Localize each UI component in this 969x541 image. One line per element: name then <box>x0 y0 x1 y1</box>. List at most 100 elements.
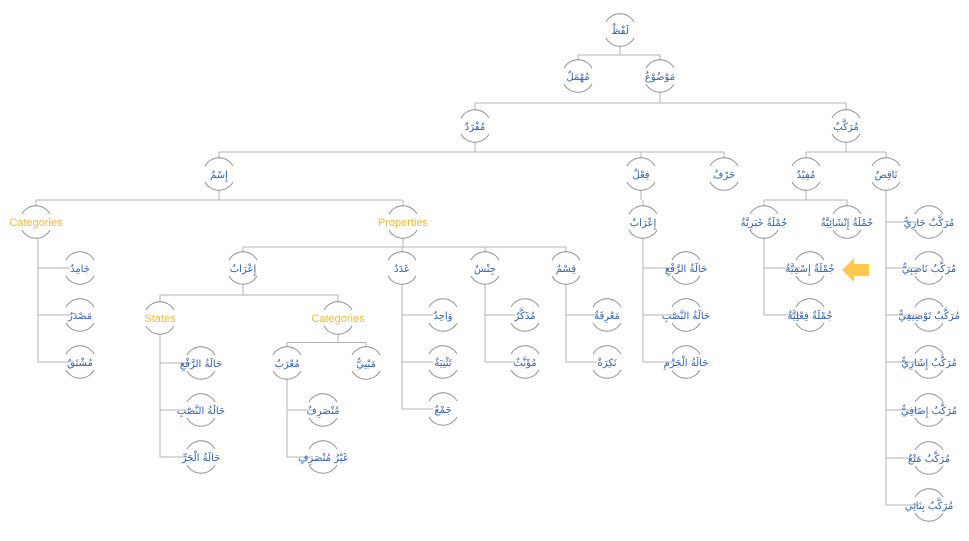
node-label: نَاقِصٌ <box>875 170 898 181</box>
node-mufid: مُفِيْدٌ <box>791 157 821 191</box>
node-harf: حَرْفٌ <box>709 157 739 191</box>
node-arc-bottom <box>914 275 944 285</box>
node-arc-bottom <box>563 83 593 93</box>
node-states: States <box>144 301 176 335</box>
node-arc-top <box>626 157 656 167</box>
node-arc-bottom <box>323 325 353 335</box>
node-arc-top <box>605 13 635 23</box>
node-arc-top <box>671 251 701 261</box>
node-label: جُمْلَةٌ إِنْشَائِيَّةٌ <box>821 216 874 231</box>
node-label: مُرَكَّبٌ جَارِيٌّ <box>904 214 955 230</box>
node-label: مُرَكَّبٌ نَاصِبِيٌّ <box>902 260 956 275</box>
highlight-arrow-icon <box>842 258 869 282</box>
node-arc-top <box>914 441 944 451</box>
node-arc-top <box>832 205 862 215</box>
node-label: جَمْعٌ <box>434 405 451 416</box>
node-label: جُمْلَةٌ خَبَرِيَّةٌ <box>741 216 788 231</box>
node-mushtaq: مُشْتَقٌ <box>65 345 95 379</box>
node-label: Categories <box>9 217 63 229</box>
node-m-nasibi: مُرَكَّبٌ نَاصِبِيٌّ <box>902 251 956 285</box>
node-label: مَبْنِيٌّ <box>356 357 376 370</box>
node-arc-bottom <box>204 181 234 191</box>
node-arc-bottom <box>551 275 581 285</box>
node-arc-bottom <box>228 275 258 285</box>
node-label: مَصْدَرٌ <box>67 311 92 322</box>
node-arc-top <box>914 298 944 308</box>
node-arc-bottom <box>428 369 458 379</box>
node-arc-top <box>388 205 418 215</box>
node-arc-top <box>228 251 258 261</box>
node-arc-top <box>510 345 540 355</box>
node-arc-bottom <box>628 229 658 239</box>
node-arc-top <box>204 157 234 167</box>
node-irab: إِعْرَابٌ <box>228 251 258 285</box>
node-arc-bottom <box>308 417 338 427</box>
node-wahid: وَاحِدٌ <box>428 298 458 332</box>
node-ghayr-munsarif: غَيْرُ مُنْصَرِفٍ <box>298 440 348 474</box>
node-muhmal: مُهْمَلٌ <box>563 59 593 93</box>
node-jins: جِنْسٌ <box>470 251 500 285</box>
node-arc-top <box>671 298 701 308</box>
node-arc-top <box>186 393 216 403</box>
node-label: لَفْظٌ <box>611 23 629 37</box>
node-arc-bottom <box>592 369 622 379</box>
node-label: عَدَدٌ <box>394 264 410 275</box>
node-adad: عَدَدٌ <box>387 251 417 285</box>
node-arc-bottom <box>914 512 944 522</box>
node-tathniya: تَثْنِيَةٌ <box>428 345 458 379</box>
node-label: وَاحِدٌ <box>433 311 452 322</box>
node-label: نَكِرَةٌ <box>597 357 616 369</box>
node-label: Categories <box>311 313 365 325</box>
node-munsarif: مُنْصَرِفٌ <box>307 393 339 427</box>
node-jam: جَمْعٌ <box>428 392 458 426</box>
node-arc-bottom <box>914 417 944 427</box>
node-muannath: مُؤَنَّثٌ <box>510 345 540 379</box>
node-label: مُذَكَّرٌ <box>514 307 536 322</box>
node-arc-bottom <box>65 369 95 379</box>
node-marifa: مَعْرِفَةٌ <box>592 298 622 332</box>
node-murakkab: مُرَكَّبٌ <box>831 109 861 143</box>
node-fil-nasb: حَالَةُ النَّصْبِ <box>662 298 710 332</box>
node-ism-properties: Properties <box>378 205 429 239</box>
node-arc-top <box>592 298 622 308</box>
node-m-mana: مُرَكَّبٌ مَنْعٌ <box>908 441 950 475</box>
node-label: حَالَةُ الْجَزْمِ <box>663 355 708 371</box>
node-arc-top <box>470 251 500 261</box>
node-arc-bottom <box>65 275 95 285</box>
node-arc-bottom <box>914 465 944 475</box>
node-m-jari: مُرَكَّبٌ جَارِيٌّ <box>904 205 955 239</box>
node-arc-top <box>460 109 490 119</box>
node-label: مُرَكَّبٌ إِضَافِيٌّ <box>901 402 957 418</box>
node-arc-bottom <box>795 275 825 285</box>
node-label: مُرَكَّبٌ مَنْعٌ <box>908 450 950 465</box>
node-nakira: نَكِرَةٌ <box>592 345 622 379</box>
node-m-tawsifi: مُرَكَّبٌ تَوْصِيفِيٌّ <box>898 298 960 332</box>
node-arc-top <box>323 301 353 311</box>
node-arc-top <box>308 393 338 403</box>
node-label: جُمْلَةٌ فِعْلِيَّةٌ <box>787 309 832 322</box>
node-arc-bottom <box>871 181 901 191</box>
node-arc-top <box>914 393 944 403</box>
node-arc-top <box>186 346 216 356</box>
node-label: جِنْسٌ <box>474 264 496 276</box>
node-arc-bottom <box>460 133 490 143</box>
node-fil-raf: حَالَةُ الرَّفْعِ <box>665 251 707 285</box>
node-ismiyya: جُمْلَةٌ إِسْمِيَّةٌ <box>785 251 835 285</box>
node-label: إِسْمٌ <box>210 170 228 183</box>
node-fil-irab: إِعْرَابٌ <box>628 205 658 239</box>
node-mawdu: مَوْضُوْعٌ <box>645 59 675 93</box>
node-arc-bottom <box>605 37 635 47</box>
node-ism: إِسْمٌ <box>204 157 234 191</box>
node-qism: قِسْمٌ <box>551 251 581 285</box>
node-lafz: لَفْظٌ <box>605 13 635 47</box>
node-mudhakkar: مُذَكَّرٌ <box>510 298 540 332</box>
node-label: مَوْضُوْعٌ <box>645 71 675 83</box>
node-arc-top <box>65 298 95 308</box>
node-st-nasb: حَالَةُ النَّصْبِ <box>177 393 225 427</box>
node-label: غَيْرُ مُنْصَرِفٍ <box>298 452 348 465</box>
node-arc-top <box>387 251 417 261</box>
nodes: لَفْظٌمُهْمَلٌمَوْضُوْعٌمُفْرَدٌمُرَكَّب… <box>9 13 960 522</box>
node-arc-bottom <box>186 417 216 427</box>
node-label: حَالَةُ الرَّفْعِ <box>180 357 222 372</box>
node-arc-top <box>428 392 458 402</box>
